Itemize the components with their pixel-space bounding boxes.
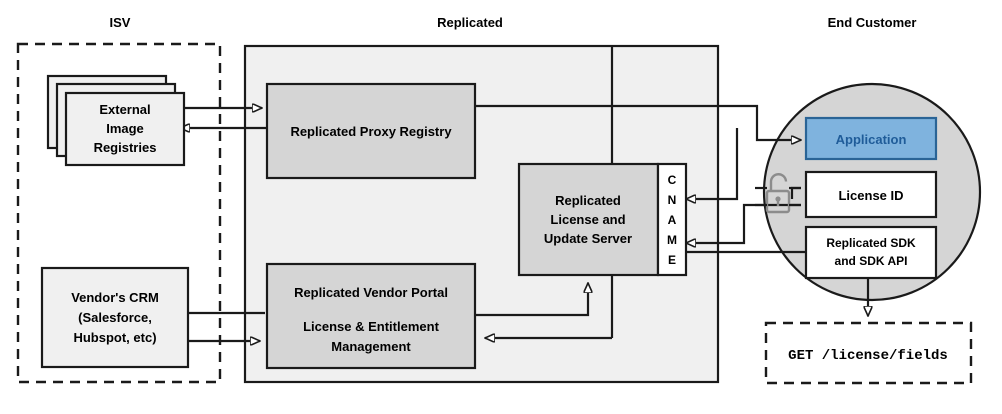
connector-portal-to-licenseserver: [475, 283, 588, 317]
api-request-label: GET /license/fields: [788, 348, 948, 364]
node-license-id[interactable]: License ID: [804, 170, 938, 219]
crm-line-2: (Salesforce,: [78, 310, 152, 325]
cname-letter-3: A: [668, 213, 677, 227]
cname-letter-5: E: [668, 253, 676, 267]
vendor-portal-line-3: Management: [331, 339, 411, 354]
sdk-line-1: Replicated SDK: [826, 236, 916, 250]
registries-line-3: Registries: [94, 140, 157, 155]
connector-licenseid-to-cname: [686, 128, 739, 199]
node-vendors-crm[interactable]: Vendor's CRM (Salesforce, Hubspot, etc): [40, 266, 190, 369]
vendor-portal-line-2: License & Entitlement: [303, 319, 439, 334]
connector-licenseid-lower: [686, 203, 801, 243]
license-server-line-1: Replicated: [555, 193, 621, 208]
connector-proxy-to-application: [475, 104, 801, 140]
node-replicated-sdk[interactable]: Replicated SDK and SDK API: [804, 225, 938, 280]
node-replicated-proxy-registry[interactable]: Replicated Proxy Registry: [265, 82, 477, 180]
node-license-update-server[interactable]: Replicated License and Update Server: [517, 162, 660, 277]
zone-isv: [16, 42, 222, 384]
node-vendor-portal[interactable]: Replicated Vendor Portal License & Entit…: [265, 262, 477, 370]
application-label: Application: [836, 132, 907, 147]
vendor-portal-line-1: Replicated Vendor Portal: [294, 285, 448, 300]
zone-label-isv: ISV: [110, 15, 131, 30]
node-application[interactable]: Application: [804, 116, 938, 161]
unlock-icon: [755, 173, 801, 214]
crm-line-1: Vendor's CRM: [71, 290, 159, 305]
zone-label-end-customer: End Customer: [828, 15, 917, 30]
registries-line-2: Image: [106, 121, 144, 136]
zone-label-replicated: Replicated: [437, 15, 503, 30]
proxy-registry-label: Replicated Proxy Registry: [290, 124, 452, 139]
node-cname[interactable]: C N A M E: [656, 162, 688, 277]
license-server-line-3: Update Server: [544, 231, 632, 246]
node-external-image-registries[interactable]: External Image Registries: [46, 74, 186, 167]
license-server-line-2: License and: [550, 212, 625, 227]
crm-line-3: Hubspot, etc): [73, 330, 156, 345]
license-id-label: License ID: [838, 188, 903, 203]
registries-line-1: External: [99, 102, 150, 117]
cname-letter-4: M: [667, 233, 677, 247]
cname-letter-2: N: [668, 193, 677, 207]
node-api-request[interactable]: GET /license/fields: [764, 321, 973, 385]
sdk-line-2: and SDK API: [835, 254, 908, 268]
cname-letter-1: C: [668, 173, 677, 187]
